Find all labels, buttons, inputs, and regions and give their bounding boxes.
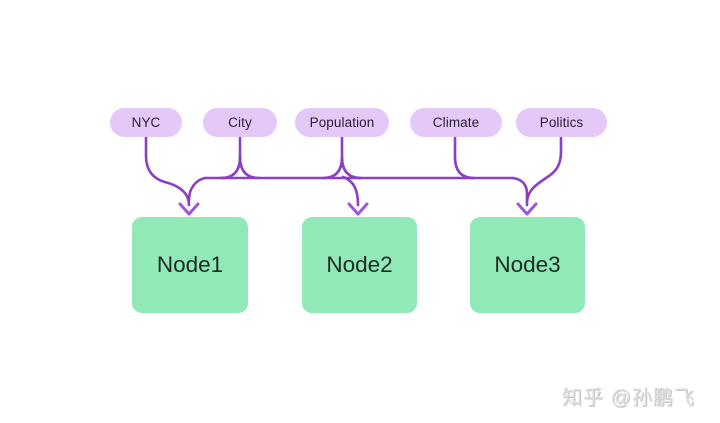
edge-bus-to-node2 [341,175,360,207]
edge-politics-to-node3 [525,135,563,203]
diagram-node-label: Node1 [156,252,224,277]
edge-population-left-branch [321,135,344,180]
tag-pill-label: Politics [539,115,584,130]
tag-pill-politics: Politics [516,108,607,137]
diagram-node-3: Node3 [470,217,585,313]
arrowhead-node3-icon [516,202,538,216]
zhihu-watermark: 知乎 @孙鹏飞 [562,387,695,409]
arrowhead-node2-icon [347,202,369,216]
diagram-node-2: Node2 [302,217,417,313]
edge-population-right-branch [340,155,363,180]
edge-city-left-branch [219,135,242,180]
tag-pill-label: Climate [432,115,480,130]
tag-pill-nyc: NYC [110,108,182,137]
edge-nyc-to-node1 [144,135,191,207]
tag-pill-label: NYC [131,115,161,130]
tag-pill-city: City [203,108,277,137]
tag-pill-label: City [228,115,252,130]
diagram-node-label: Node3 [494,252,561,277]
diagram-node-label: Node2 [326,252,393,277]
tag-pill-population: Population [295,108,389,137]
tag-pill-label: Population [309,115,375,130]
edge-bus-to-node3 [511,176,529,207]
edge-bus-to-node1 [187,176,207,202]
diagram-node-1: Node1 [132,217,248,313]
tag-pill-climate: Climate [410,108,502,137]
edge-city-right-branch [238,155,261,180]
edge-climate-to-bus [453,135,476,180]
arrowhead-node1-icon [178,202,200,216]
